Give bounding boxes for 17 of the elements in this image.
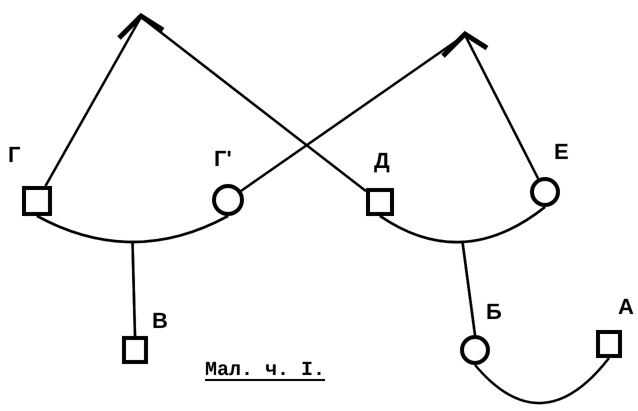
male-square	[366, 188, 394, 216]
node-letter: Г	[8, 144, 20, 166]
marriage-arc	[474, 357, 610, 404]
descent-line	[131, 214, 229, 336]
node-letter: А	[618, 296, 634, 318]
male-square	[596, 330, 622, 358]
male-square	[122, 336, 148, 364]
node-letter: В	[152, 310, 168, 332]
descent-line	[461, 206, 546, 336]
node-letter: Г'	[214, 148, 232, 170]
figure-caption: Мал. ч. I.	[205, 358, 326, 384]
chevron-mark	[440, 30, 490, 60]
node-letter: Е	[554, 141, 569, 163]
male-square	[22, 186, 52, 216]
node-letter: Д	[374, 150, 390, 172]
node-letter: Б	[486, 301, 502, 323]
chevron-mark	[116, 12, 166, 42]
